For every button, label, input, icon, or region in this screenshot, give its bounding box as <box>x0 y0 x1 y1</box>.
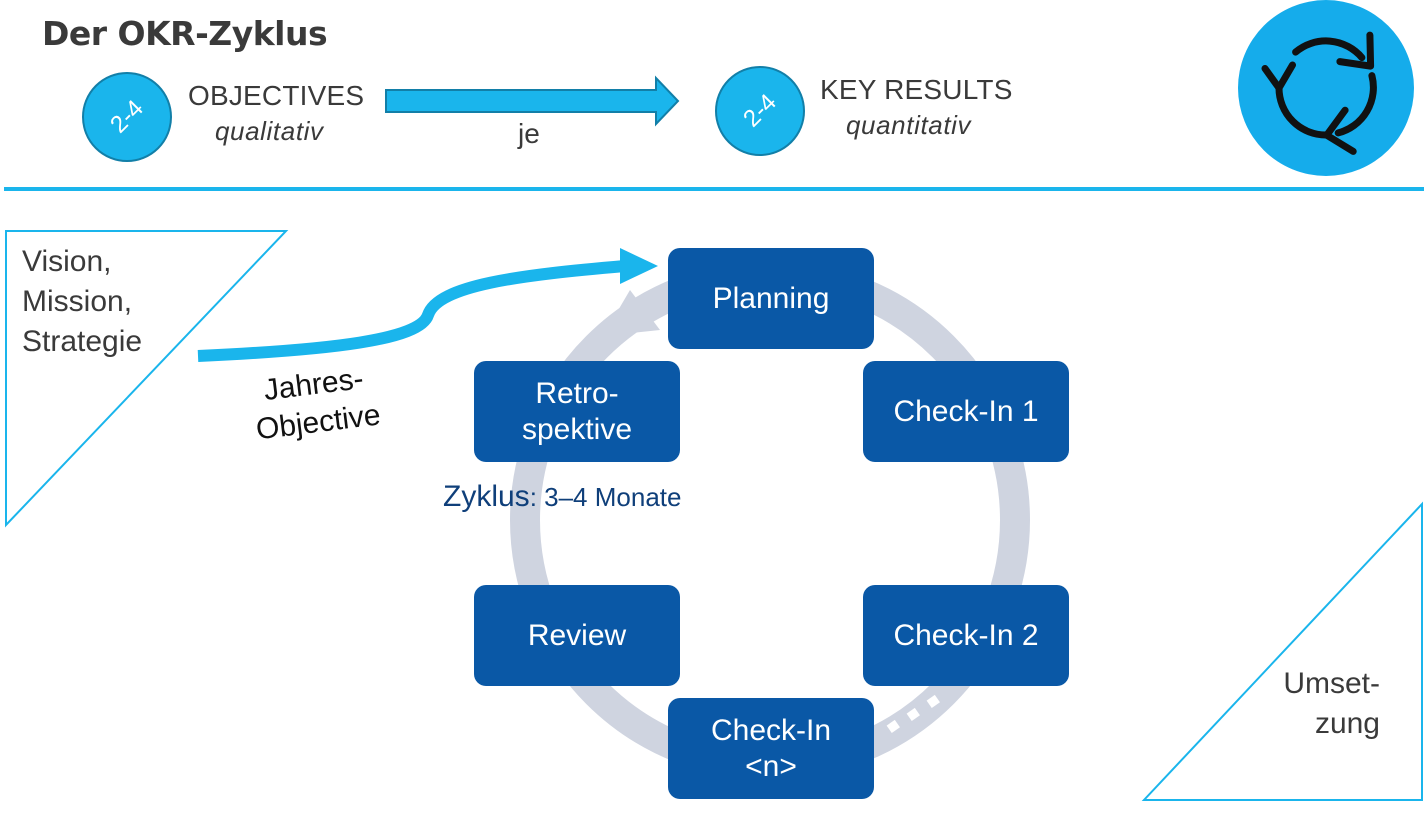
phase-planning: Planning <box>668 248 874 349</box>
connector-label: je <box>518 118 540 149</box>
key-results-subtitle: quantitativ <box>846 110 972 140</box>
continuation-dots <box>886 694 940 733</box>
implementation-text: Umset- zung <box>1283 667 1380 740</box>
implementation-triangle <box>1141 501 1423 801</box>
cycle-label: Zyklus <box>443 480 530 513</box>
header-divider <box>4 187 1424 191</box>
vision-triangle <box>5 230 289 528</box>
phase-check-in-1: Check-In 1 <box>863 361 1069 462</box>
objectives-subtitle: qualitativ <box>215 116 324 146</box>
objectives-label: OBJECTIVES <box>188 80 365 111</box>
annual-objective-arrow <box>197 260 626 362</box>
cycle-duration-value: : 3–4 Monate <box>529 482 682 512</box>
key-results-count-badge: 2-4 <box>715 66 805 156</box>
refresh-cycle-icon <box>1261 31 1377 155</box>
key-results-label: KEY RESULTS <box>820 74 1013 105</box>
page-title: Der OKR-Zyklus <box>42 14 328 53</box>
phase-retrospective: Retro- spektive <box>474 361 680 462</box>
vision-mission-strategy-text: Vision, Mission, Strategie <box>22 245 143 358</box>
objectives-count-badge: 2-4 <box>82 72 172 162</box>
phase-check-in-n: Check-In <n> <box>668 698 874 799</box>
phase-review: Review <box>474 585 680 686</box>
right-arrow-icon <box>385 75 680 127</box>
cycle-duration: Zyklus: 3–4 Monate <box>443 480 681 514</box>
phase-check-in-2: Check-In 2 <box>863 585 1069 686</box>
cycle-circle-icon <box>1238 0 1414 176</box>
